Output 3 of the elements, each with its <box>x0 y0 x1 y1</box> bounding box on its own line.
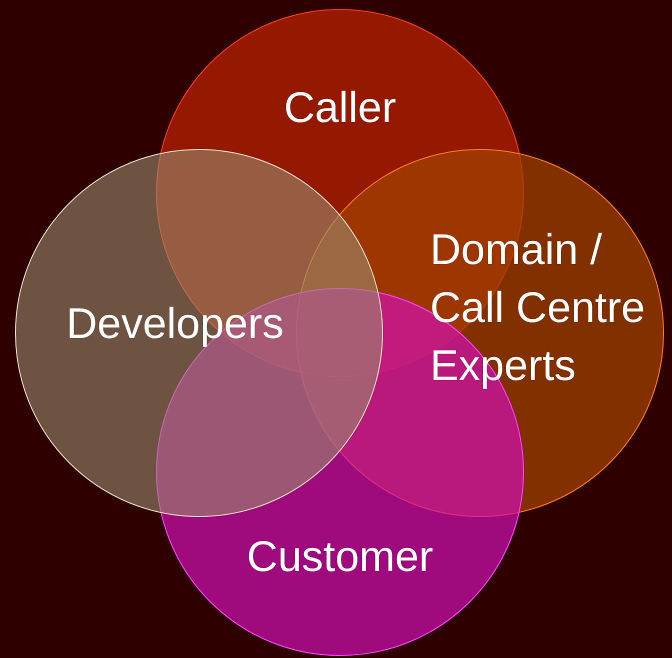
circle-label: Developers <box>65 299 285 350</box>
circle-label: Customer <box>246 532 434 583</box>
circle-label: Caller <box>282 83 398 134</box>
